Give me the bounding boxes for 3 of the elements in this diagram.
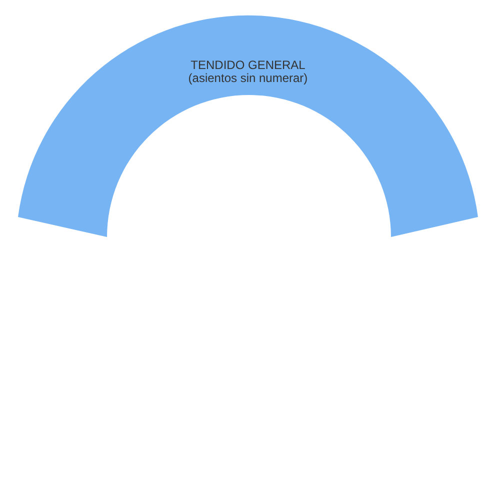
seating-section [18,16,478,237]
section-note: (asientos sin numerar) [188,72,308,85]
section-name: TENDIDO GENERAL [190,59,306,72]
